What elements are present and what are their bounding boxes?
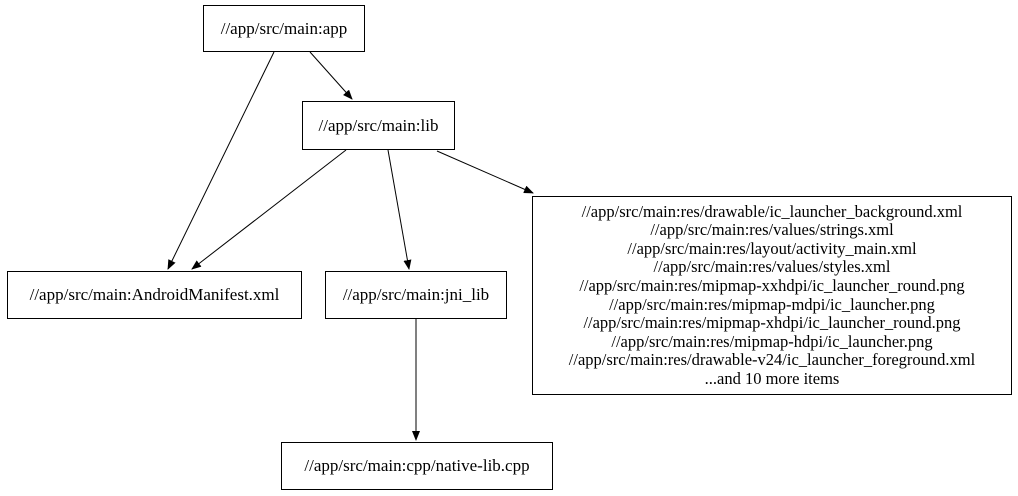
res-group-line: //app/src/main:res/mipmap-xhdpi/ic_launc… xyxy=(583,313,961,333)
node-native-lib-label: //app/src/main:cpp/native-lib.cpp xyxy=(304,456,530,475)
node-jni-lib-label: //app/src/main:jni_lib xyxy=(342,285,490,304)
res-group-line: //app/src/main:res/values/strings.xml xyxy=(650,220,894,240)
res-group-more-items: ...and 10 more items xyxy=(704,368,840,388)
node-lib-label: //app/src/main:lib xyxy=(318,115,439,135)
edge-app-lib xyxy=(309,51,353,100)
node-app-label: //app/src/main:app xyxy=(220,18,348,38)
res-group-line: //app/src/main:res/mipmap-xxhdpi/ic_laun… xyxy=(579,275,965,295)
node-res-group: //app/src/main:res/drawable/ic_launcher_… xyxy=(532,196,1012,395)
node-jni-lib: //app/src/main:jni_lib xyxy=(325,271,507,319)
node-app: //app/src/main:app xyxy=(203,5,365,52)
res-group-line: //app/src/main:res/layout/activity_main.… xyxy=(627,238,917,258)
res-group-line: //app/src/main:res/mipmap-hdpi/ic_launch… xyxy=(611,331,933,351)
edge-lib-res-group xyxy=(436,150,534,194)
node-native-lib: //app/src/main:cpp/native-lib.cpp xyxy=(281,442,553,490)
edge-lib-android-manifest xyxy=(191,149,347,270)
edge-lib-jni-lib xyxy=(387,149,412,270)
node-android-manifest: //app/src/main:AndroidManifest.xml xyxy=(7,271,302,319)
node-android-manifest-label: //app/src/main:AndroidManifest.xml xyxy=(29,285,280,304)
node-lib: //app/src/main:lib xyxy=(302,101,455,150)
edge-app-android-manifest xyxy=(167,51,275,270)
res-group-line: //app/src/main:res/mipmap-mdpi/ic_launch… xyxy=(609,294,935,314)
res-group-line: //app/src/main:res/drawable/ic_launcher_… xyxy=(581,201,963,221)
res-group-line: //app/src/main:res/drawable-v24/ic_launc… xyxy=(568,350,976,370)
res-group-line: //app/src/main:res/values/styles.xml xyxy=(653,257,891,277)
